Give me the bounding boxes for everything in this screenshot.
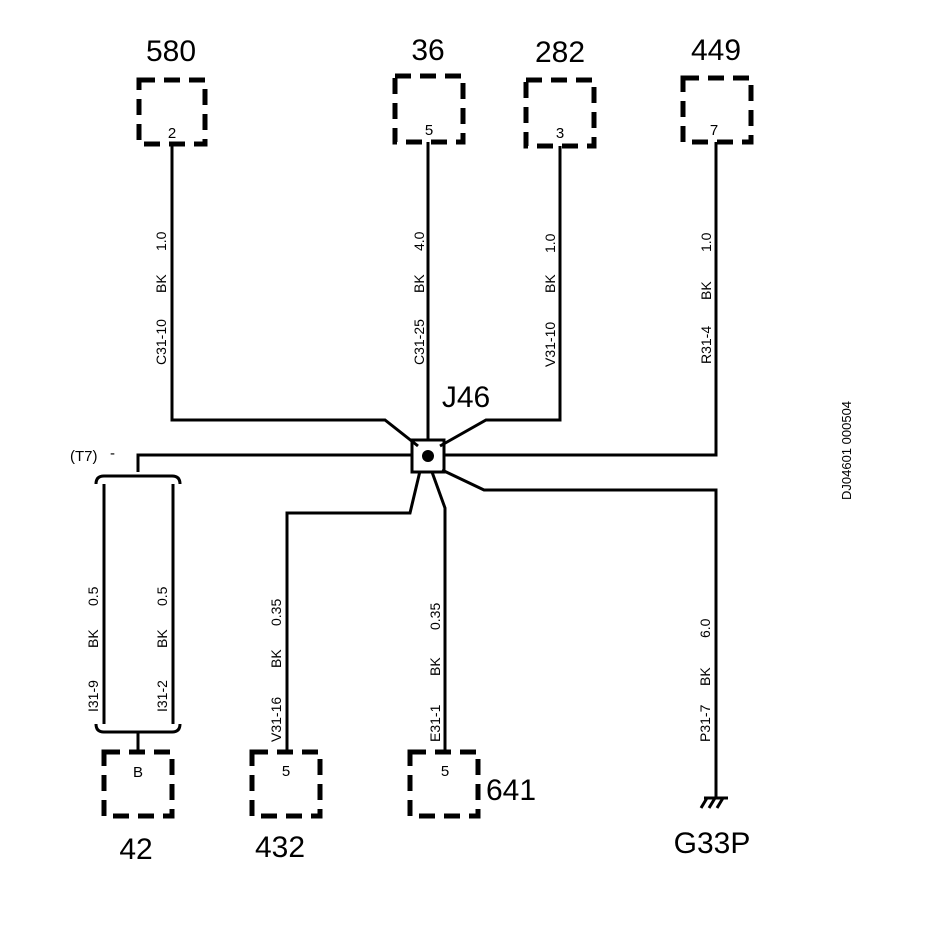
connector-36-label: 36: [411, 34, 444, 67]
connector-432-label: 432: [255, 831, 305, 864]
connector-282: 282 3: [523, 36, 597, 149]
wire-label-v31-16: V31-16 BK 0.35: [268, 599, 284, 742]
diagram-id: DJ04601 000504: [839, 401, 854, 500]
twisted-pair-label: (T7): [70, 448, 98, 465]
wire-c31-10: [170, 144, 419, 448]
wire-label-i31-2: I31-2 BK 0.5: [154, 586, 170, 712]
connector-42-pin: B: [133, 764, 143, 781]
wire-label-e31-1: E31-1 BK 0.35: [427, 603, 443, 742]
wire-label-r31-4: R31-4 BK 1.0: [698, 232, 714, 364]
svg-text:1.0: 1.0: [542, 233, 558, 253]
connector-449-label: 449: [691, 34, 741, 67]
connector-641: 5 641: [407, 749, 536, 819]
svg-text:6.0: 6.0: [697, 618, 713, 638]
connector-282-pin: 3: [556, 125, 564, 142]
connector-449-pin: 7: [710, 122, 718, 139]
svg-text:BK: BK: [698, 281, 714, 300]
svg-text:BK: BK: [411, 274, 427, 293]
ground-label: G33P: [674, 827, 751, 860]
connector-432-pin: 5: [282, 763, 290, 780]
svg-text:E31-1: E31-1: [427, 704, 443, 742]
svg-text:1.0: 1.0: [153, 231, 169, 251]
ground-symbol: G33P: [674, 796, 751, 860]
junction-label: J46: [442, 381, 490, 414]
connector-580-label: 580: [146, 35, 196, 68]
svg-text:0.5: 0.5: [154, 586, 170, 606]
svg-text:C31-25: C31-25: [411, 319, 427, 365]
twisted-pair-t7: (T7) -: [70, 445, 182, 752]
svg-text:4.0: 4.0: [411, 231, 427, 251]
wire-label-p31-7: P31-7 BK 6.0: [697, 618, 713, 742]
wire-label-c31-10: C31-10 BK 1.0: [153, 231, 169, 365]
svg-text:BK: BK: [153, 274, 169, 293]
wire-t7: [136, 453, 412, 472]
connector-42-label: 42: [119, 833, 152, 866]
svg-text:BK: BK: [85, 629, 101, 648]
connector-641-pin: 5: [441, 763, 449, 780]
connector-36-pin: 5: [425, 122, 433, 139]
svg-text:1.0: 1.0: [698, 232, 714, 252]
connector-36: 36 5: [392, 34, 466, 145]
svg-text:V31-16: V31-16: [268, 697, 284, 742]
connector-580: 580 2: [136, 35, 208, 147]
wire-v31-10: [439, 146, 562, 448]
svg-text:BK: BK: [542, 274, 558, 293]
svg-text:I31-2: I31-2: [154, 680, 170, 712]
svg-text:P31-7: P31-7: [697, 704, 713, 742]
svg-text:V31-10: V31-10: [542, 322, 558, 367]
twisted-pair-dash: -: [110, 445, 115, 462]
svg-text:I31-9: I31-9: [85, 680, 101, 712]
connector-432: 5 432: [249, 749, 323, 864]
svg-text:0.35: 0.35: [268, 599, 284, 626]
svg-text:0.5: 0.5: [85, 586, 101, 606]
wire-p31-7: [441, 468, 718, 798]
svg-text:BK: BK: [697, 667, 713, 686]
connector-641-label: 641: [486, 774, 536, 807]
svg-text:R31-4: R31-4: [698, 326, 714, 364]
svg-text:C31-10: C31-10: [153, 319, 169, 365]
wire-label-v31-10: V31-10 BK 1.0: [542, 233, 558, 367]
wire-label-c31-25: C31-25 BK 4.0: [411, 231, 427, 365]
wire-label-i31-9: I31-9 BK 0.5: [85, 586, 101, 712]
wire-v31-16: [285, 470, 422, 752]
connector-282-label: 282: [535, 36, 585, 69]
svg-text:BK: BK: [154, 629, 170, 648]
connector-580-pin: 2: [168, 125, 176, 142]
connector-42: B 42: [101, 749, 175, 866]
junction-j46: J46: [410, 381, 490, 474]
svg-text:BK: BK: [427, 657, 443, 676]
connector-449: 449 7: [680, 34, 754, 145]
wire-e31-1: [430, 471, 447, 752]
svg-text:0.35: 0.35: [427, 603, 443, 630]
wire-r31-4: [444, 142, 718, 457]
svg-text:BK: BK: [268, 649, 284, 668]
